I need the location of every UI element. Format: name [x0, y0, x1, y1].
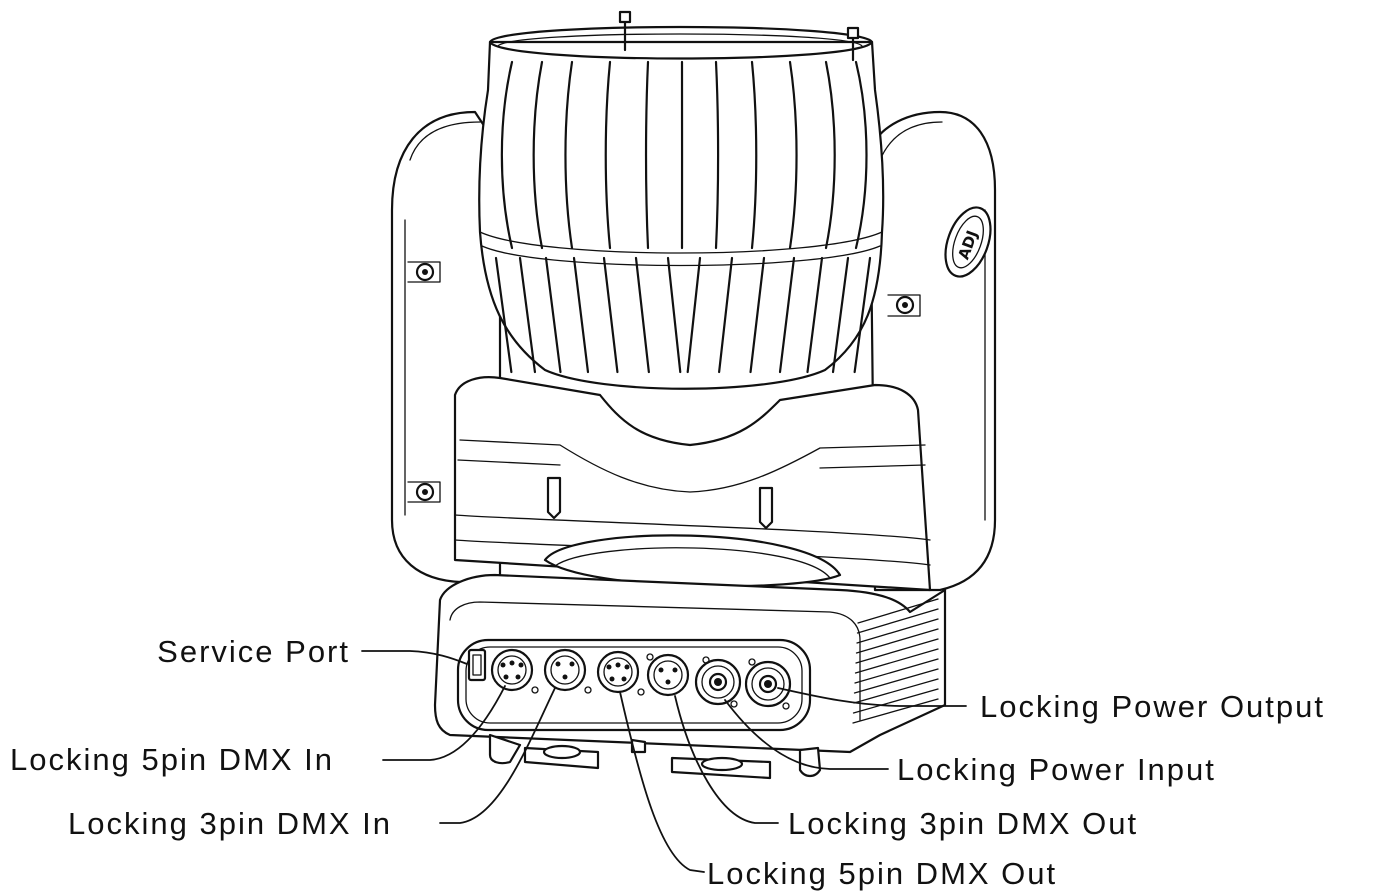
locking-3pin-dmx-out-connector[interactable]	[646, 653, 690, 697]
label-locking-5pin-dmx-in: Locking 5pin DMX In	[10, 742, 334, 777]
head-fin-lower	[634, 256, 650, 374]
leader-power-output	[777, 687, 967, 707]
head-fin-lower	[544, 256, 562, 374]
head-fin-upper	[532, 60, 544, 250]
label-locking-5pin-dmx-out: Locking 5pin DMX Out	[707, 856, 1057, 891]
locking-5pin-dmx-out-connector[interactable]	[596, 650, 645, 696]
vent-slat	[856, 608, 939, 634]
head-fin-lower	[602, 256, 619, 374]
head-fin-upper	[564, 60, 574, 250]
label-locking-power-input: Locking Power Input	[897, 752, 1216, 787]
fixture-head	[478, 10, 885, 390]
head-fin-upper	[644, 60, 650, 250]
callout-labels: Service Port Locking 5pin DMX In Locking…	[10, 634, 1325, 891]
head-fin-lower	[778, 256, 796, 374]
head-fin-lower	[518, 256, 537, 374]
leader-5pin-dmx-in	[382, 685, 506, 761]
head-fin-upper	[604, 60, 612, 250]
head-fin-upper	[714, 60, 720, 250]
leader-5pin-dmx-out	[619, 691, 705, 873]
head-fin-upper	[788, 60, 798, 250]
leader-lines	[361, 650, 967, 873]
vent-slat	[856, 618, 939, 644]
vent-slat	[855, 638, 939, 664]
base-feet	[488, 733, 822, 780]
vent-slat	[852, 688, 939, 714]
vent-slat	[854, 648, 939, 674]
head-fin-lower	[831, 256, 850, 374]
label-locking-power-output: Locking Power Output	[980, 689, 1325, 724]
head-fin-lower	[494, 256, 513, 374]
leader-service-port	[361, 650, 468, 665]
head-fin-upper	[854, 60, 868, 250]
vent-slat	[855, 628, 939, 654]
leader-3pin-dmx-out	[674, 695, 779, 824]
head-fin-lower	[718, 256, 734, 374]
locking-5pin-dmx-in-connector[interactable]	[490, 648, 539, 694]
vent-slat	[852, 698, 939, 724]
label-locking-3pin-dmx-in: Locking 3pin DMX In	[68, 806, 392, 841]
head-fin-lower	[853, 256, 872, 374]
label-service-port: Service Port	[157, 634, 350, 669]
locking-3pin-dmx-in-connector[interactable]	[543, 648, 592, 694]
locking-power-output-connector[interactable]	[744, 658, 792, 710]
adj-logo: ADJ	[944, 206, 992, 278]
vent-slat	[853, 668, 939, 694]
vent-slat	[853, 678, 939, 704]
yoke-body	[453, 376, 932, 592]
leader-3pin-dmx-in	[439, 687, 556, 824]
vent-slat	[857, 598, 939, 624]
head-fin-upper	[500, 60, 514, 250]
vent-grille	[852, 598, 939, 724]
head-fin-lower	[686, 256, 702, 374]
head-fin-lower	[666, 256, 682, 374]
label-locking-3pin-dmx-out: Locking 3pin DMX Out	[788, 806, 1138, 841]
head-fin-lower	[572, 256, 590, 374]
locking-power-input-connector[interactable]	[694, 656, 742, 708]
head-fin-lower	[749, 256, 766, 374]
head-fin-upper	[750, 60, 758, 250]
head-fin-upper	[824, 60, 836, 250]
leader-power-input	[724, 699, 889, 770]
vent-slat	[854, 658, 939, 684]
head-fin-lower	[806, 256, 824, 374]
